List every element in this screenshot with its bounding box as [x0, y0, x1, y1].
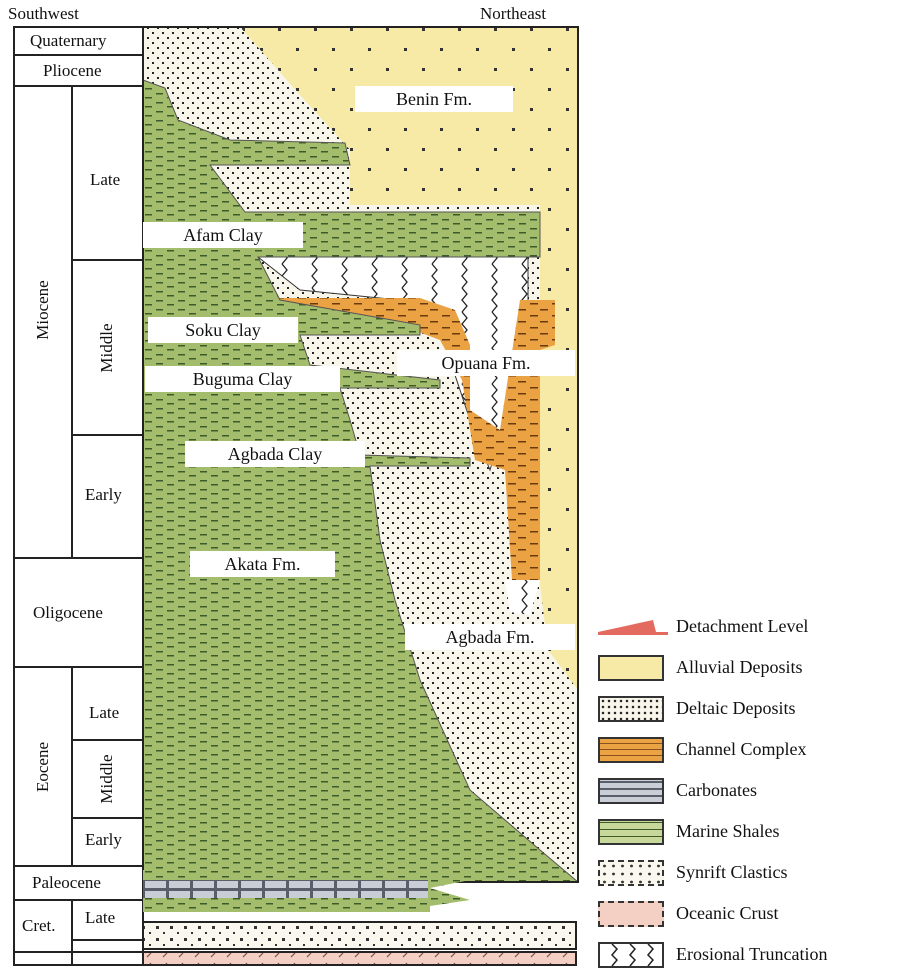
age-oligocene: Oligocene — [33, 603, 103, 622]
label-afam-clay: Afam Clay — [143, 222, 303, 248]
legend-synrift: Synrift Clastics — [598, 858, 898, 892]
label-benin-fm: Benin Fm. — [355, 86, 513, 112]
legend-deltaic: Deltaic Deposits — [598, 694, 898, 728]
channel-truncation — [505, 580, 540, 615]
age-paleocene: Paleocene — [32, 873, 101, 892]
age-miocene-middle: Middle — [97, 323, 116, 373]
label-akata-fm: Akata Fm. — [190, 551, 335, 577]
age-eocene: Eocene — [33, 741, 52, 793]
legend-carbonates: Carbonates — [598, 776, 898, 810]
legend-marine-shales: Marine Shales — [598, 817, 898, 851]
zigzag-icon — [610, 944, 655, 966]
channel-complex — [275, 298, 555, 580]
age-miocene: Miocene — [33, 280, 52, 340]
legend-oceanic-crust: Oceanic Crust — [598, 899, 898, 933]
age-eocene-late: Late — [89, 703, 120, 722]
detachment-icon — [598, 620, 668, 635]
legend-detachment-level: Detachment Level — [598, 612, 898, 646]
label-agbada-clay: Agbada Clay — [185, 441, 365, 467]
label-soku-clay: Soku Clay — [148, 317, 298, 343]
age-miocene-late: Late — [90, 170, 121, 189]
legend-alluvial: Alluvial Deposits — [598, 653, 898, 687]
age-cretaceous: Cret. — [22, 916, 56, 935]
age-cretaceous-late: Late — [85, 908, 116, 927]
carbonates — [143, 880, 428, 898]
synrift-clastics — [142, 921, 577, 950]
age-quaternary: Quaternary — [30, 31, 107, 50]
age-pliocene: Pliocene — [43, 61, 102, 80]
age-miocene-early: Early — [85, 485, 122, 504]
age-eocene-early: Early — [85, 830, 122, 849]
oceanic-crust — [142, 951, 577, 966]
legend-channel: Channel Complex — [598, 735, 898, 769]
label-buguma-clay: Buguma Clay — [145, 366, 340, 392]
legend-erosional-truncation: Erosional Truncation — [598, 940, 898, 974]
label-agbada-fm: Agbada Fm. — [405, 624, 575, 650]
time-column — [13, 26, 144, 966]
header-southwest: Southwest — [8, 4, 79, 23]
label-opuana-fm: Opuana Fm. — [397, 350, 575, 376]
marine-shales — [142, 79, 580, 883]
age-eocene-middle: Middle — [97, 754, 116, 804]
header-northeast: Northeast — [480, 4, 547, 23]
